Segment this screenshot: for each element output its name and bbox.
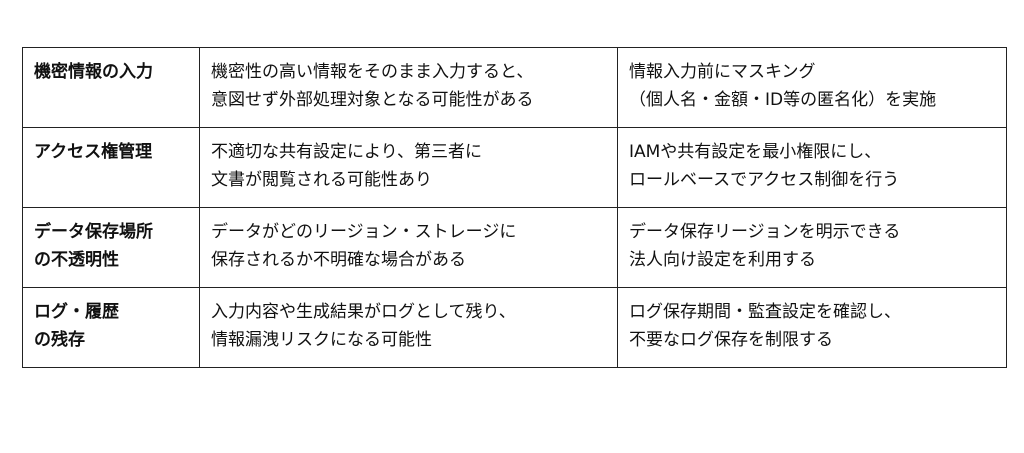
risk-cell: 機密性の高い情報をそのまま入力すると、 意図せず外部処理対象となる可能性がある [199, 47, 618, 128]
category-text: ログ・履歴 [34, 302, 119, 322]
measure-text: データ保存リージョンを明示できる [629, 222, 901, 242]
category-text: 機密情報の入力 [34, 62, 153, 82]
category-cell: アクセス権管理 [22, 127, 200, 208]
category-text: アクセス権管理 [34, 142, 153, 162]
risk-text: 不適切な共有設定により、第三者に [211, 142, 482, 162]
measure-cell: IAMや共有設定を最小権限にし、 ロールベースでアクセス制御を行う [617, 127, 1007, 208]
table-row: ログ・履歴 の残存 入力内容や生成結果がログとして残り、 情報漏洩リスクになる可… [22, 287, 1007, 368]
measure-cell: データ保存リージョンを明示できる 法人向け設定を利用する [617, 207, 1007, 288]
category-text: データ保存場所 [34, 222, 153, 242]
risk-text: 保存されるか不明確な場合がある [211, 250, 466, 270]
table-row: 機密情報の入力 機密性の高い情報をそのまま入力すると、 意図せず外部処理対象とな… [22, 47, 1007, 128]
table-row: データ保存場所 の不透明性 データがどのリージョン・ストレージに 保存されるか不… [22, 207, 1007, 288]
risk-cell: データがどのリージョン・ストレージに 保存されるか不明確な場合がある [199, 207, 618, 288]
risk-cell: 不適切な共有設定により、第三者に 文書が閲覧される可能性あり [199, 127, 618, 208]
risk-text: 文書が閲覧される可能性あり [211, 170, 432, 190]
measure-text: ログ保存期間・監査設定を確認し、 [629, 302, 901, 322]
category-text: の不透明性 [34, 250, 119, 270]
risk-text: 意図せず外部処理対象となる可能性がある [211, 90, 534, 110]
measure-text: ロールベースでアクセス制御を行う [629, 170, 900, 190]
category-cell: 機密情報の入力 [22, 47, 200, 128]
risk-text: 入力内容や生成結果がログとして残り、 [211, 302, 516, 322]
measure-text: 法人向け設定を利用する [629, 250, 816, 270]
category-cell: ログ・履歴 の残存 [22, 287, 200, 368]
measure-text: （個人名・金額・ID等の匿名化）を実施 [629, 90, 937, 110]
risk-text: 情報漏洩リスクになる可能性 [211, 330, 432, 350]
table-row: アクセス権管理 不適切な共有設定により、第三者に 文書が閲覧される可能性あり I… [22, 127, 1007, 208]
risk-cell: 入力内容や生成結果がログとして残り、 情報漏洩リスクになる可能性 [199, 287, 618, 368]
category-cell: データ保存場所 の不透明性 [22, 207, 200, 288]
measure-text: 不要なログ保存を制限する [629, 330, 833, 350]
measure-cell: 情報入力前にマスキング （個人名・金額・ID等の匿名化）を実施 [617, 47, 1007, 128]
measure-text: 情報入力前にマスキング [629, 62, 816, 82]
risk-table: 機密情報の入力 機密性の高い情報をそのまま入力すると、 意図せず外部処理対象とな… [22, 47, 1007, 368]
measure-text: IAMや共有設定を最小権限にし、 [629, 142, 882, 162]
category-text: の残存 [34, 330, 85, 350]
risk-text: データがどのリージョン・ストレージに [211, 222, 517, 242]
risk-text: 機密性の高い情報をそのまま入力すると、 [211, 62, 534, 82]
measure-cell: ログ保存期間・監査設定を確認し、 不要なログ保存を制限する [617, 287, 1007, 368]
